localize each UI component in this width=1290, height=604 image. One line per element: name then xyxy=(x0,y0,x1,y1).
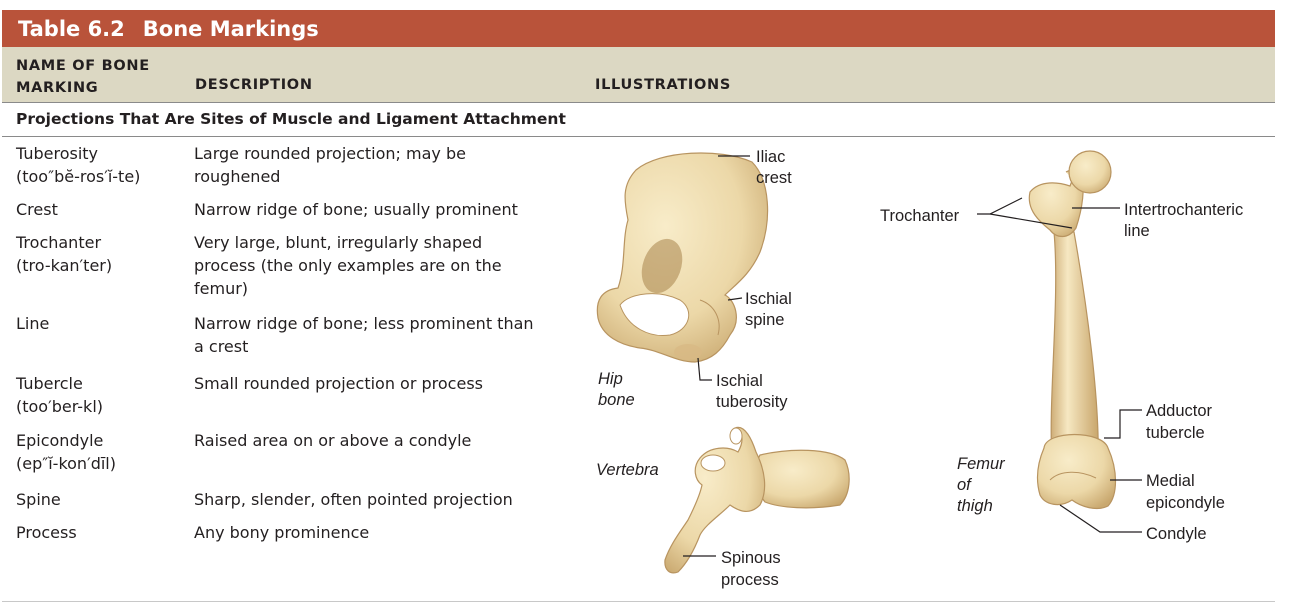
adductor-leader xyxy=(1104,409,1142,439)
term-line: Line xyxy=(16,314,50,333)
ischial-spine-leader xyxy=(727,297,743,301)
label-intertroch-1: Intertrochanteric xyxy=(1124,201,1243,219)
label-iliac-1: Iliac xyxy=(756,148,785,166)
trochanter-leader-a xyxy=(977,197,1023,215)
desc-spine: Sharp, slender, often pointed projection xyxy=(194,490,513,509)
table-bottom-rule xyxy=(2,601,1275,602)
desc-trochanter: Very large, blunt, irregularly shaped pr… xyxy=(194,233,502,298)
term-trochanter: Trochanter (tro-kan′ter) xyxy=(16,233,113,275)
label-trochanter: Trochanter xyxy=(880,207,960,225)
term-crest: Crest xyxy=(16,200,58,219)
condyle-leader xyxy=(1059,504,1142,533)
label-femur-1: Femur xyxy=(957,455,1006,473)
desc-process: Any bony prominence xyxy=(194,523,370,542)
label-vertebra: Vertebra xyxy=(596,461,659,479)
desc-line: Narrow ridge of bone; less prominent tha… xyxy=(194,314,534,356)
label-spinous-1: Spinous xyxy=(721,549,781,567)
label-ischial-tub-2: tuberosity xyxy=(716,393,788,411)
desc-crest: Narrow ridge of bone; usually prominent xyxy=(194,200,518,219)
desc-epicondyle: Raised area on or above a condyle xyxy=(194,431,472,450)
label-femur-2: of xyxy=(957,476,973,494)
column-header-name: NAME OF BONE MARKING xyxy=(16,58,150,96)
term-epicondyle: Epicondyle (ep″ĭ-kon′dīl) xyxy=(16,431,116,473)
label-hip-1: Hip xyxy=(598,370,623,388)
ischial-tuberosity-leader xyxy=(697,357,712,381)
desc-tubercle: Small rounded projection or process xyxy=(194,374,483,393)
column-header-row: NAME OF BONE MARKING DESCRIPTION ILLUSTR… xyxy=(2,47,1275,102)
table-title-bar: Table 6.2 Bone Markings xyxy=(2,10,1275,47)
label-adductor-2: tubercle xyxy=(1146,424,1205,442)
label-intertroch-2: line xyxy=(1124,222,1150,240)
table-title: Bone Markings xyxy=(142,16,319,41)
term-spine: Spine xyxy=(16,490,61,509)
label-medial-1: Medial xyxy=(1146,472,1195,490)
term-tubercle: Tubercle (too′ber-kl) xyxy=(16,374,104,416)
label-ischial-spine-2: spine xyxy=(745,311,784,329)
label-ischial-spine-1: Ischial xyxy=(745,290,792,308)
section-heading: Projections That Are Sites of Muscle and… xyxy=(16,110,566,128)
label-spinous-2: process xyxy=(721,571,779,589)
hip-bone-illustration xyxy=(596,152,769,363)
label-iliac-2: crest xyxy=(756,169,792,187)
vertebra-illustration xyxy=(664,426,850,574)
label-medial-2: epicondyle xyxy=(1146,494,1225,512)
term-process: Process xyxy=(16,523,77,542)
label-hip-2: bone xyxy=(598,391,635,409)
label-femur-3: thigh xyxy=(957,497,993,515)
trochanter-leader-b xyxy=(989,213,1073,229)
column-header-illustrations: ILLUSTRATIONS xyxy=(595,77,732,93)
femur-illustration xyxy=(1028,150,1117,510)
table-number: Table 6.2 xyxy=(18,16,125,41)
label-adductor-1: Adductor xyxy=(1146,402,1213,420)
header-divider xyxy=(2,102,1275,103)
section-divider xyxy=(2,136,1275,137)
desc-tuberosity: Large rounded projection; may be roughen… xyxy=(194,144,466,186)
label-ischial-tub-1: Ischial xyxy=(716,372,763,390)
column-header-description: DESCRIPTION xyxy=(195,77,313,93)
term-tuberosity: Tuberosity (too″bĕ-ros′ĭ-te) xyxy=(16,144,141,186)
label-condyle: Condyle xyxy=(1146,525,1207,543)
